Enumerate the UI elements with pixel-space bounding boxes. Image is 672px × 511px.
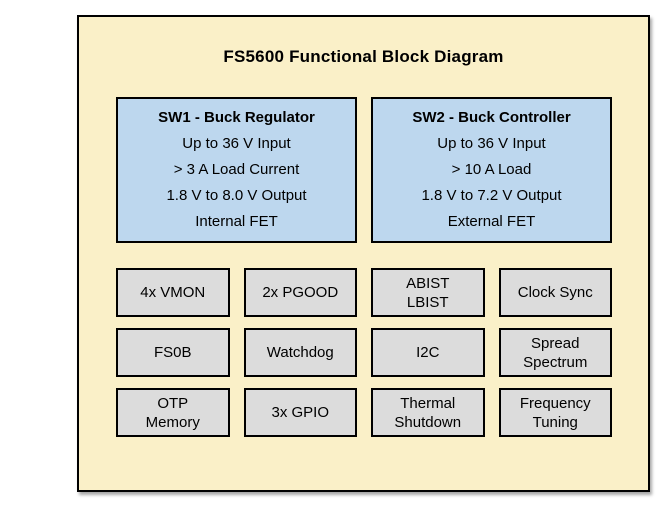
sw1-fet-spec: Internal FET xyxy=(195,213,278,230)
sw1-load-spec: > 3 A Load Current xyxy=(173,161,300,178)
feature-block-frequency-tuning: Frequency Tuning xyxy=(498,388,612,437)
feature-block-pgood: 2x PGOOD xyxy=(243,268,357,317)
sw2-input-spec: Up to 36 V Input xyxy=(437,135,546,152)
diagram-canvas: FS5600 Functional Block Diagram SW1 - Bu… xyxy=(77,15,650,492)
sw1-buck-regulator-block: SW1 - Buck Regulator Up to 36 V Input > … xyxy=(116,97,357,243)
sw2-output-spec: 1.8 V to 7.2 V Output xyxy=(421,187,562,204)
feature-block-thermal-shutdown: Thermal Shutdown xyxy=(371,388,485,437)
feature-block-clock-sync: Clock Sync xyxy=(498,268,612,317)
feature-block-gpio: 3x GPIO xyxy=(243,388,357,437)
sw2-heading: SW2 - Buck Controller xyxy=(412,109,571,126)
feature-block-otp-memory: OTP Memory xyxy=(116,388,230,437)
feature-block-fs0b: FS0B xyxy=(116,328,230,377)
feature-block-abist-lbist: ABIST LBIST xyxy=(371,268,485,317)
block-grid: SW1 - Buck Regulator Up to 36 V Input > … xyxy=(116,97,612,437)
sw2-fet-spec: External FET xyxy=(447,213,536,230)
sw1-heading: SW1 - Buck Regulator xyxy=(158,109,315,126)
feature-block-vmon: 4x VMON xyxy=(116,268,230,317)
sw2-load-spec: > 10 A Load xyxy=(451,161,532,178)
sw1-output-spec: 1.8 V to 8.0 V Output xyxy=(166,187,307,204)
sw1-input-spec: Up to 36 V Input xyxy=(182,135,291,152)
sw2-buck-controller-block: SW2 - Buck Controller Up to 36 V Input >… xyxy=(371,97,612,243)
feature-block-i2c: I2C xyxy=(371,328,485,377)
feature-block-spread-spectrum: Spread Spectrum xyxy=(498,328,612,377)
diagram-title: FS5600 Functional Block Diagram xyxy=(223,47,504,66)
feature-block-watchdog: Watchdog xyxy=(243,328,357,377)
